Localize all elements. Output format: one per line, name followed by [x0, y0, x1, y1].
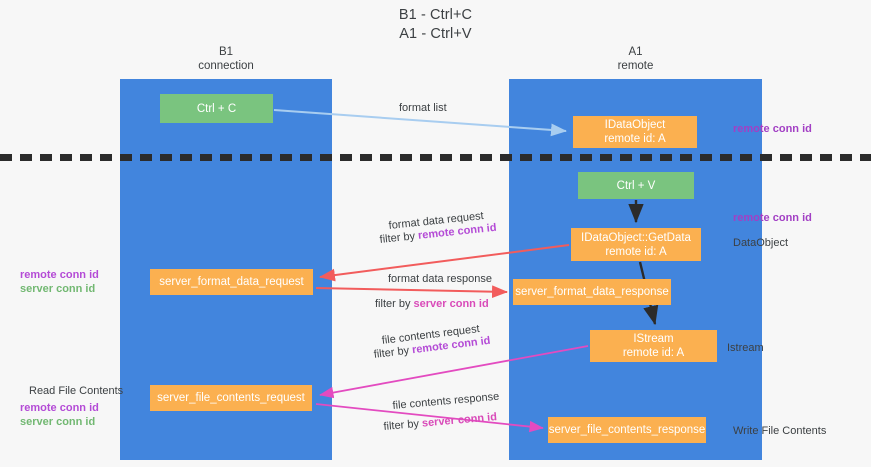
edge-label-format-data-response-filter: filter by server conn id: [375, 297, 489, 311]
title-line-1: B1 - Ctrl+C: [398, 7, 473, 23]
node-istream-title: IStream: [633, 333, 674, 345]
filter-prefix: filter by: [373, 344, 413, 361]
edge-label-file-contents-response: file contents response: [392, 390, 500, 412]
annotation-remote-conn-id-getdata: remote conn id: [733, 212, 812, 224]
node-server-file-contents-response-label: server_file_contents_response: [548, 424, 706, 436]
node-getdata-title: IDataObject::GetData: [581, 231, 691, 244]
edge-label-file-contents-response-filter: filter by server conn id: [383, 410, 498, 434]
annotation-write-file-contents: Write File Contents: [733, 425, 827, 437]
node-ctrl-v[interactable]: Ctrl + V: [578, 172, 694, 199]
node-server-format-data-response[interactable]: server_format_data_response: [513, 279, 671, 305]
node-server-format-data-request[interactable]: server_format_data_request: [150, 269, 313, 295]
edge-label-format-data-response: format data response: [388, 273, 492, 285]
node-idataobject-remote-id: remote id: A: [604, 133, 666, 145]
filter-prefix: filter by: [379, 229, 419, 246]
filter-key-server-conn-id: server conn id: [421, 411, 498, 430]
filter-key-server-conn-id: server conn id: [413, 298, 489, 310]
annotation-istream: Istream: [727, 342, 764, 354]
column-header-a1: A1 remote: [509, 46, 762, 73]
annotation-read-file-contents: Read File Contents: [29, 385, 124, 397]
node-ctrl-v-label: Ctrl + V: [616, 179, 656, 192]
node-istream[interactable]: IStream remote id: A: [590, 330, 717, 362]
node-getdata-remote-id: remote id: A: [605, 245, 667, 258]
annotation-server-conn-id: server conn id: [20, 416, 96, 428]
edge-label-format-list: format list: [399, 102, 447, 114]
annotation-dataobject: DataObject: [733, 237, 789, 249]
annotation-conn-ids-mid: remote conn id server conn id: [20, 268, 99, 296]
node-ctrl-c[interactable]: Ctrl + C: [160, 94, 273, 123]
annotation-remote-conn-id: remote conn id: [20, 402, 99, 414]
node-server-file-contents-response[interactable]: server_file_contents_response: [548, 417, 706, 443]
column-header-b1-line2: connection: [198, 59, 254, 72]
column-header-b1: B1 connection: [120, 46, 332, 73]
node-idataobject[interactable]: IDataObject remote id: A: [573, 116, 697, 148]
page-title: B1 - Ctrl+C A1 - Ctrl+V: [0, 6, 871, 44]
node-server-format-data-response-label: server_format_data_response: [515, 286, 669, 298]
annotation-remote-conn-id-top: remote conn id: [733, 123, 812, 135]
node-ctrl-c-label: Ctrl + C: [196, 102, 237, 115]
node-server-format-data-request-label: server_format_data_request: [159, 276, 304, 288]
node-istream-remote-id: remote id: A: [622, 347, 685, 359]
edge-format-data-response: [315, 285, 508, 299]
filter-prefix: filter by: [375, 298, 414, 310]
annotation-remote-conn-id: remote conn id: [20, 269, 99, 281]
title-line-2: A1 - Ctrl+V: [399, 26, 472, 42]
column-header-a1-line2: remote: [617, 59, 654, 72]
node-idataobject-title: IDataObject: [604, 119, 666, 131]
column-header-a1-line1: A1: [628, 46, 643, 58]
node-server-file-contents-request[interactable]: server_file_contents_request: [150, 385, 312, 411]
annotation-server-conn-id: server conn id: [20, 283, 96, 295]
node-server-file-contents-request-label: server_file_contents_request: [157, 392, 305, 404]
annotation-conn-ids-bottom: remote conn id server conn id: [20, 401, 99, 429]
column-header-b1-line1: B1: [218, 46, 234, 58]
phase-divider: [0, 154, 871, 161]
node-idataobject-getdata[interactable]: IDataObject::GetData remote id: A: [571, 228, 701, 261]
filter-prefix: filter by: [383, 417, 423, 433]
